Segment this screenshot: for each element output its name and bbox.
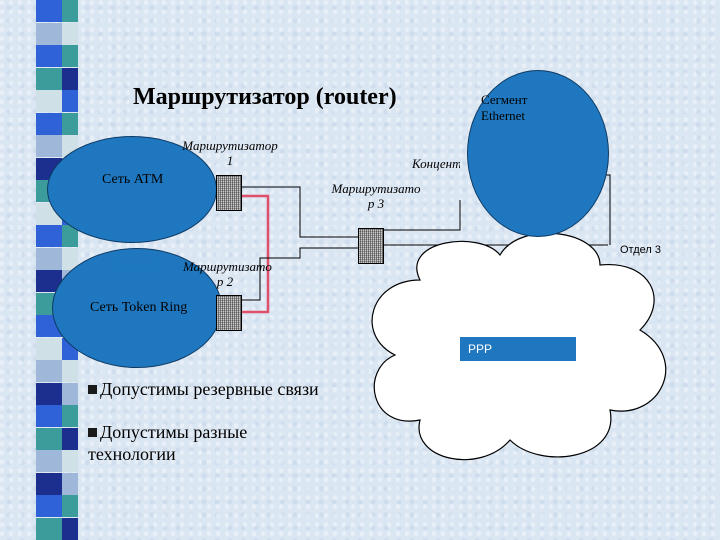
stripe-segment: [36, 22, 62, 45]
stripe-segment: [36, 382, 62, 405]
stripe-segment: [62, 0, 78, 22]
link-router2-router3: [240, 247, 358, 301]
stripe-segment: [36, 517, 62, 540]
router1-device: [216, 175, 242, 211]
stripe-segment: [36, 495, 62, 517]
bullet-text: Допустимы разные технологии: [88, 422, 248, 464]
stripe-segment: [62, 360, 78, 382]
bullet-redundant-links: Допустимы резервные связи: [88, 378, 319, 400]
stripe-segment: [62, 427, 78, 450]
concentrator-label: Концентратор: [412, 156, 460, 171]
stripe-segment: [36, 337, 62, 360]
stripe-segment: [62, 405, 78, 427]
department3-label: Отдел 3: [620, 244, 661, 256]
link-router1-router2-redundant: [240, 194, 270, 314]
stripe-segment: [62, 382, 78, 405]
router2-device: [216, 295, 242, 331]
stripe-segment: [62, 495, 78, 517]
bullet-different-technologies: Допустимы разные технологии: [88, 421, 288, 465]
decorative-stripe-bar: [0, 0, 88, 540]
router2-label: Маршрутизато р 2: [183, 259, 272, 289]
stripe-segment: [36, 135, 62, 157]
ethernet-segment-label: Сегмент Ethernet: [481, 92, 528, 123]
stripe-segment: [36, 0, 62, 22]
stripe-segment: [62, 450, 78, 472]
stripe-segment: [62, 247, 78, 270]
router1-label: Маршрутизатор 1: [182, 138, 278, 168]
stripe-segment: [36, 90, 62, 112]
bullet-square-icon: [88, 385, 97, 394]
stripe-segment: [36, 45, 62, 67]
stripe-segment: [62, 472, 78, 495]
stripe-segment: [36, 67, 62, 90]
stripe-segment: [36, 247, 62, 270]
bullet-square-icon: [88, 428, 97, 437]
token-ring-network: [52, 248, 222, 368]
stripe-segment: [62, 90, 78, 112]
stripe-segment: [62, 45, 78, 67]
link-router1-router3: [240, 186, 358, 238]
atm-network: [47, 136, 217, 243]
stripe-segment: [62, 22, 78, 45]
bullet-text: Допустимы резервные связи: [100, 379, 319, 399]
link-router3-concentrator: [384, 200, 461, 231]
stripe-segment: [36, 225, 62, 247]
ppp-box: PPP: [460, 337, 576, 361]
ethernet-segment: [467, 70, 609, 237]
stripe-segment: [36, 472, 62, 495]
stripe-segment: [36, 270, 62, 292]
stripe-segment: [62, 517, 78, 540]
stripe-segment: [62, 67, 78, 90]
page-title: Маршрутизатор (router): [133, 84, 397, 110]
stripe-segment: [36, 450, 62, 472]
router3-device: [358, 228, 384, 264]
atm-network-label: Сеть ATM: [102, 172, 164, 187]
stripe-segment: [62, 225, 78, 247]
stripe-segment: [36, 360, 62, 382]
token-ring-network-label: Сеть Token Ring: [90, 300, 188, 315]
hidden-network-label: Отдел 2: [112, 260, 159, 275]
stripe-segment: [36, 405, 62, 427]
stripe-segment: [62, 112, 78, 135]
stripe-segment: [36, 112, 62, 135]
router3-label: Маршрутизато р 3: [331, 181, 421, 211]
stripe-segment: [36, 427, 62, 450]
